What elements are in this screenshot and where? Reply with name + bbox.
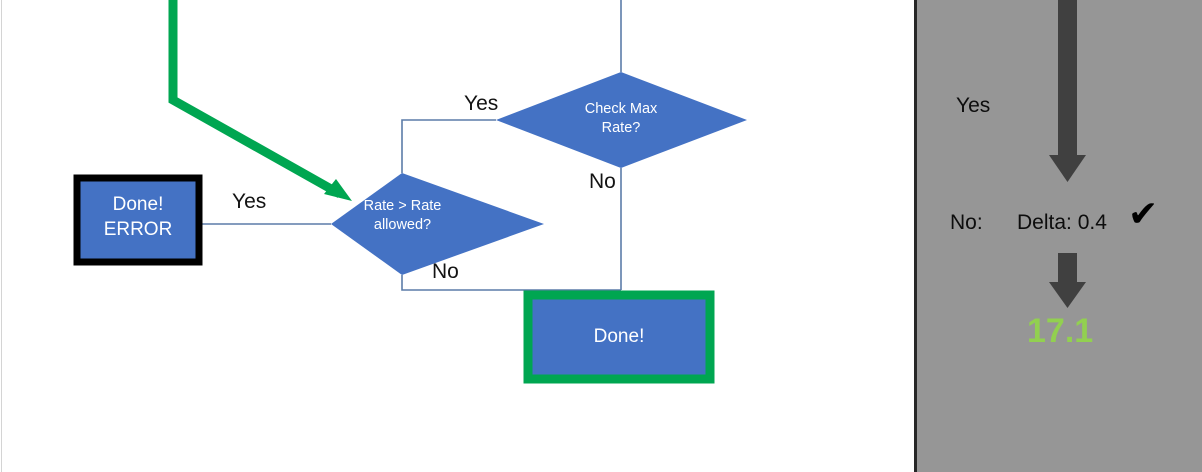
edge-label-yes-check-max-rate: Yes bbox=[464, 92, 499, 115]
green-highlight-arrowhead bbox=[324, 179, 352, 201]
panel-result-value: 17.1 bbox=[1027, 312, 1094, 350]
panel-arrow-top bbox=[1049, 0, 1086, 182]
panel-label-yes: Yes bbox=[956, 94, 991, 117]
panel-label-delta: Delta: 0.4 bbox=[1017, 211, 1107, 234]
edge-label-yes-done-error: Yes bbox=[232, 190, 267, 213]
decision-rate-gt-rate-allowed[interactable] bbox=[331, 173, 544, 275]
panel-arrow-bottom bbox=[1049, 253, 1086, 308]
connector-rate-allowed-no bbox=[401, 275, 621, 291]
panel-checkmark-icon: ✔ bbox=[1128, 193, 1159, 234]
panel-arrow-layer bbox=[1049, 0, 1086, 308]
green-highlight-arrow-path bbox=[168, 0, 343, 198]
connector-check-max-rate-yes bbox=[401, 119, 496, 173]
edge-label-no-rate-allowed: No bbox=[432, 260, 459, 283]
flowchart-canvas bbox=[73, 0, 747, 384]
panel-label-no: No: bbox=[950, 211, 983, 234]
left-edge-divider bbox=[1, 0, 2, 472]
edge-label-no-check-max-rate: No bbox=[589, 170, 616, 193]
terminator-done-error[interactable] bbox=[73, 174, 203, 266]
status-panel: Yes No: Delta: 0.4 ✔ 17.1 bbox=[914, 0, 1202, 472]
decision-check-max-rate[interactable] bbox=[496, 72, 747, 168]
terminator-done[interactable] bbox=[523, 290, 715, 384]
